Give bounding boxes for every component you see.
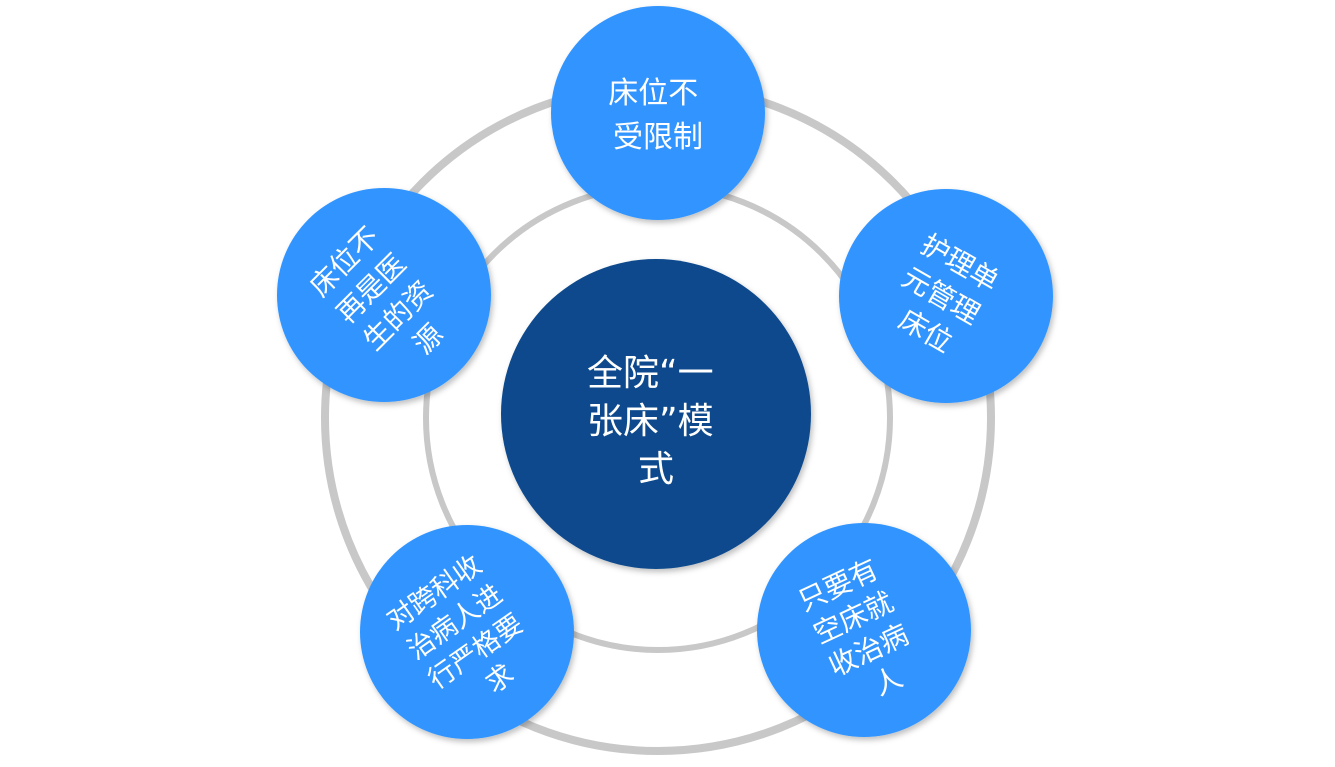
center-label: 全院“一 张床”模 式 bbox=[587, 353, 725, 490]
node-lower-left: 对跨科收 治病人进 行严格要 求 bbox=[360, 525, 574, 739]
node-top-circle bbox=[551, 6, 765, 220]
node-upper-left: 床位不 再是医 生的资 源 bbox=[277, 188, 491, 402]
center-circle bbox=[501, 259, 811, 569]
node-lower-right-circle bbox=[757, 523, 971, 737]
center-node: 全院“一 张床”模 式 bbox=[501, 259, 811, 569]
center-line-1: 全院“一 bbox=[587, 353, 714, 394]
node-upper-right: 护理单 元管理 床位 bbox=[839, 189, 1053, 403]
node-top-line-2: 受限制 bbox=[613, 120, 703, 155]
center-line-3: 式 bbox=[638, 449, 674, 490]
node-lower-left-circle bbox=[360, 525, 574, 739]
node-upper-right-circle bbox=[839, 189, 1053, 403]
node-lower-right: 只要有 空床就 收治病 人 bbox=[757, 523, 971, 737]
node-top-label: 床位不 受限制 bbox=[608, 76, 708, 155]
node-upper-left-circle bbox=[277, 188, 491, 402]
node-top: 床位不 受限制 bbox=[551, 6, 765, 220]
center-line-2: 张床”模 bbox=[587, 401, 714, 442]
node-top-line-1: 床位不 bbox=[608, 76, 698, 111]
